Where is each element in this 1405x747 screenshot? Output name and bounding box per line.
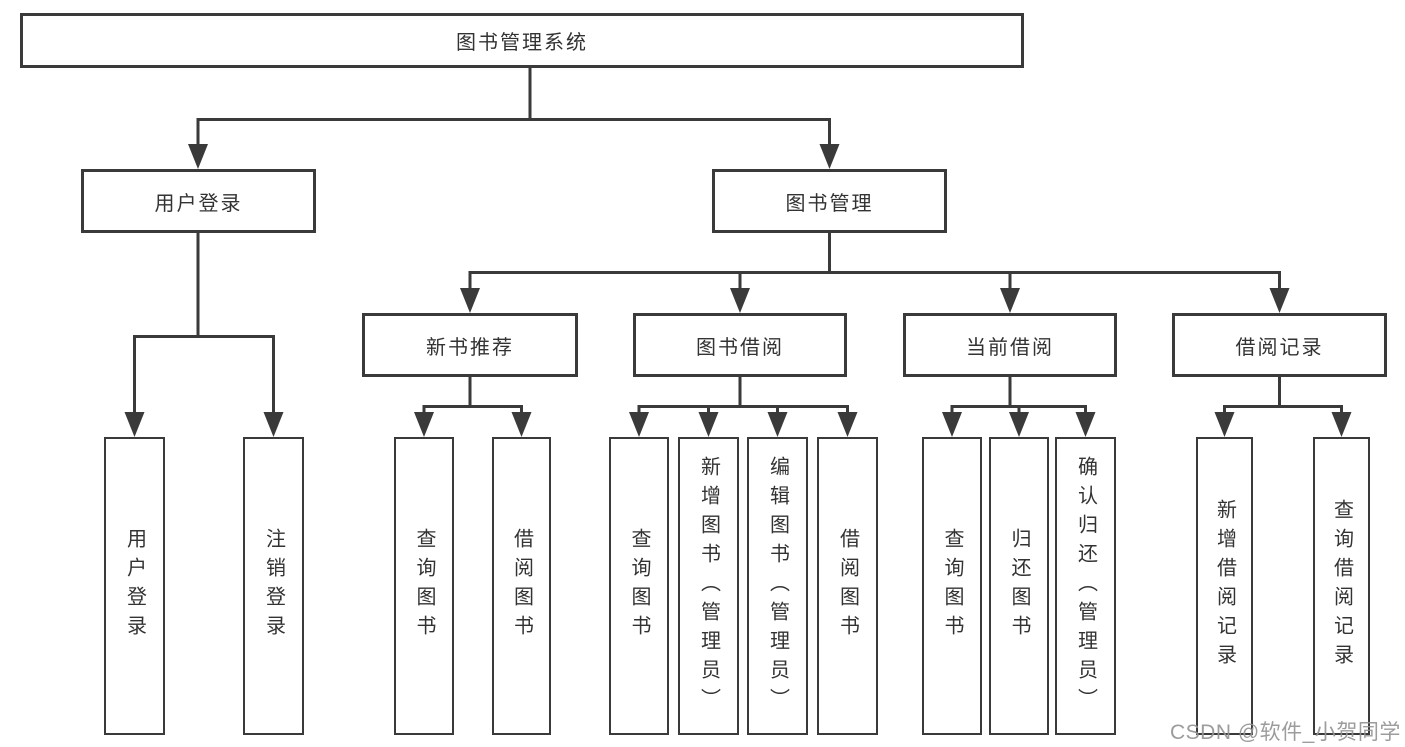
node-borrowing-records: 借阅记录: [1172, 313, 1387, 377]
node-new-book-recommendation: 新书推荐: [362, 313, 578, 377]
leaf-borrow-books-recommend: 借阅图书: [492, 437, 551, 735]
leaf-return-book: 归还图书: [989, 437, 1049, 735]
leaf-query-books-current: 查询图书: [922, 437, 982, 735]
node-current-borrowing: 当前借阅: [903, 313, 1117, 377]
node-user-login: 用户登录: [81, 169, 316, 233]
arrowheads: [124, 144, 1352, 437]
node-library-system: 图书管理系统: [20, 13, 1024, 68]
node-book-management: 图书管理: [712, 169, 947, 233]
leaf-logout: 注销登录: [243, 437, 304, 735]
leaf-edit-book-admin: 编辑图书（管理员）: [747, 437, 808, 735]
leaf-query-books-borrowing: 查询图书: [609, 437, 669, 735]
leaf-query-borrow-record: 查询借阅记录: [1313, 437, 1370, 735]
leaf-add-book-admin: 新增图书（管理员）: [678, 437, 739, 735]
leaf-add-borrow-record: 新增借阅记录: [1196, 437, 1253, 735]
leaf-borrow-books-borrowing: 借阅图书: [817, 437, 878, 735]
leaf-user-login: 用户登录: [104, 437, 165, 735]
leaf-query-books-recommend: 查询图书: [394, 437, 454, 735]
node-book-borrowing: 图书借阅: [633, 313, 847, 377]
leaf-confirm-return-admin: 确认归还（管理员）: [1055, 437, 1116, 735]
watermark-text: CSDN @软件_小贺同学: [1170, 721, 1401, 744]
